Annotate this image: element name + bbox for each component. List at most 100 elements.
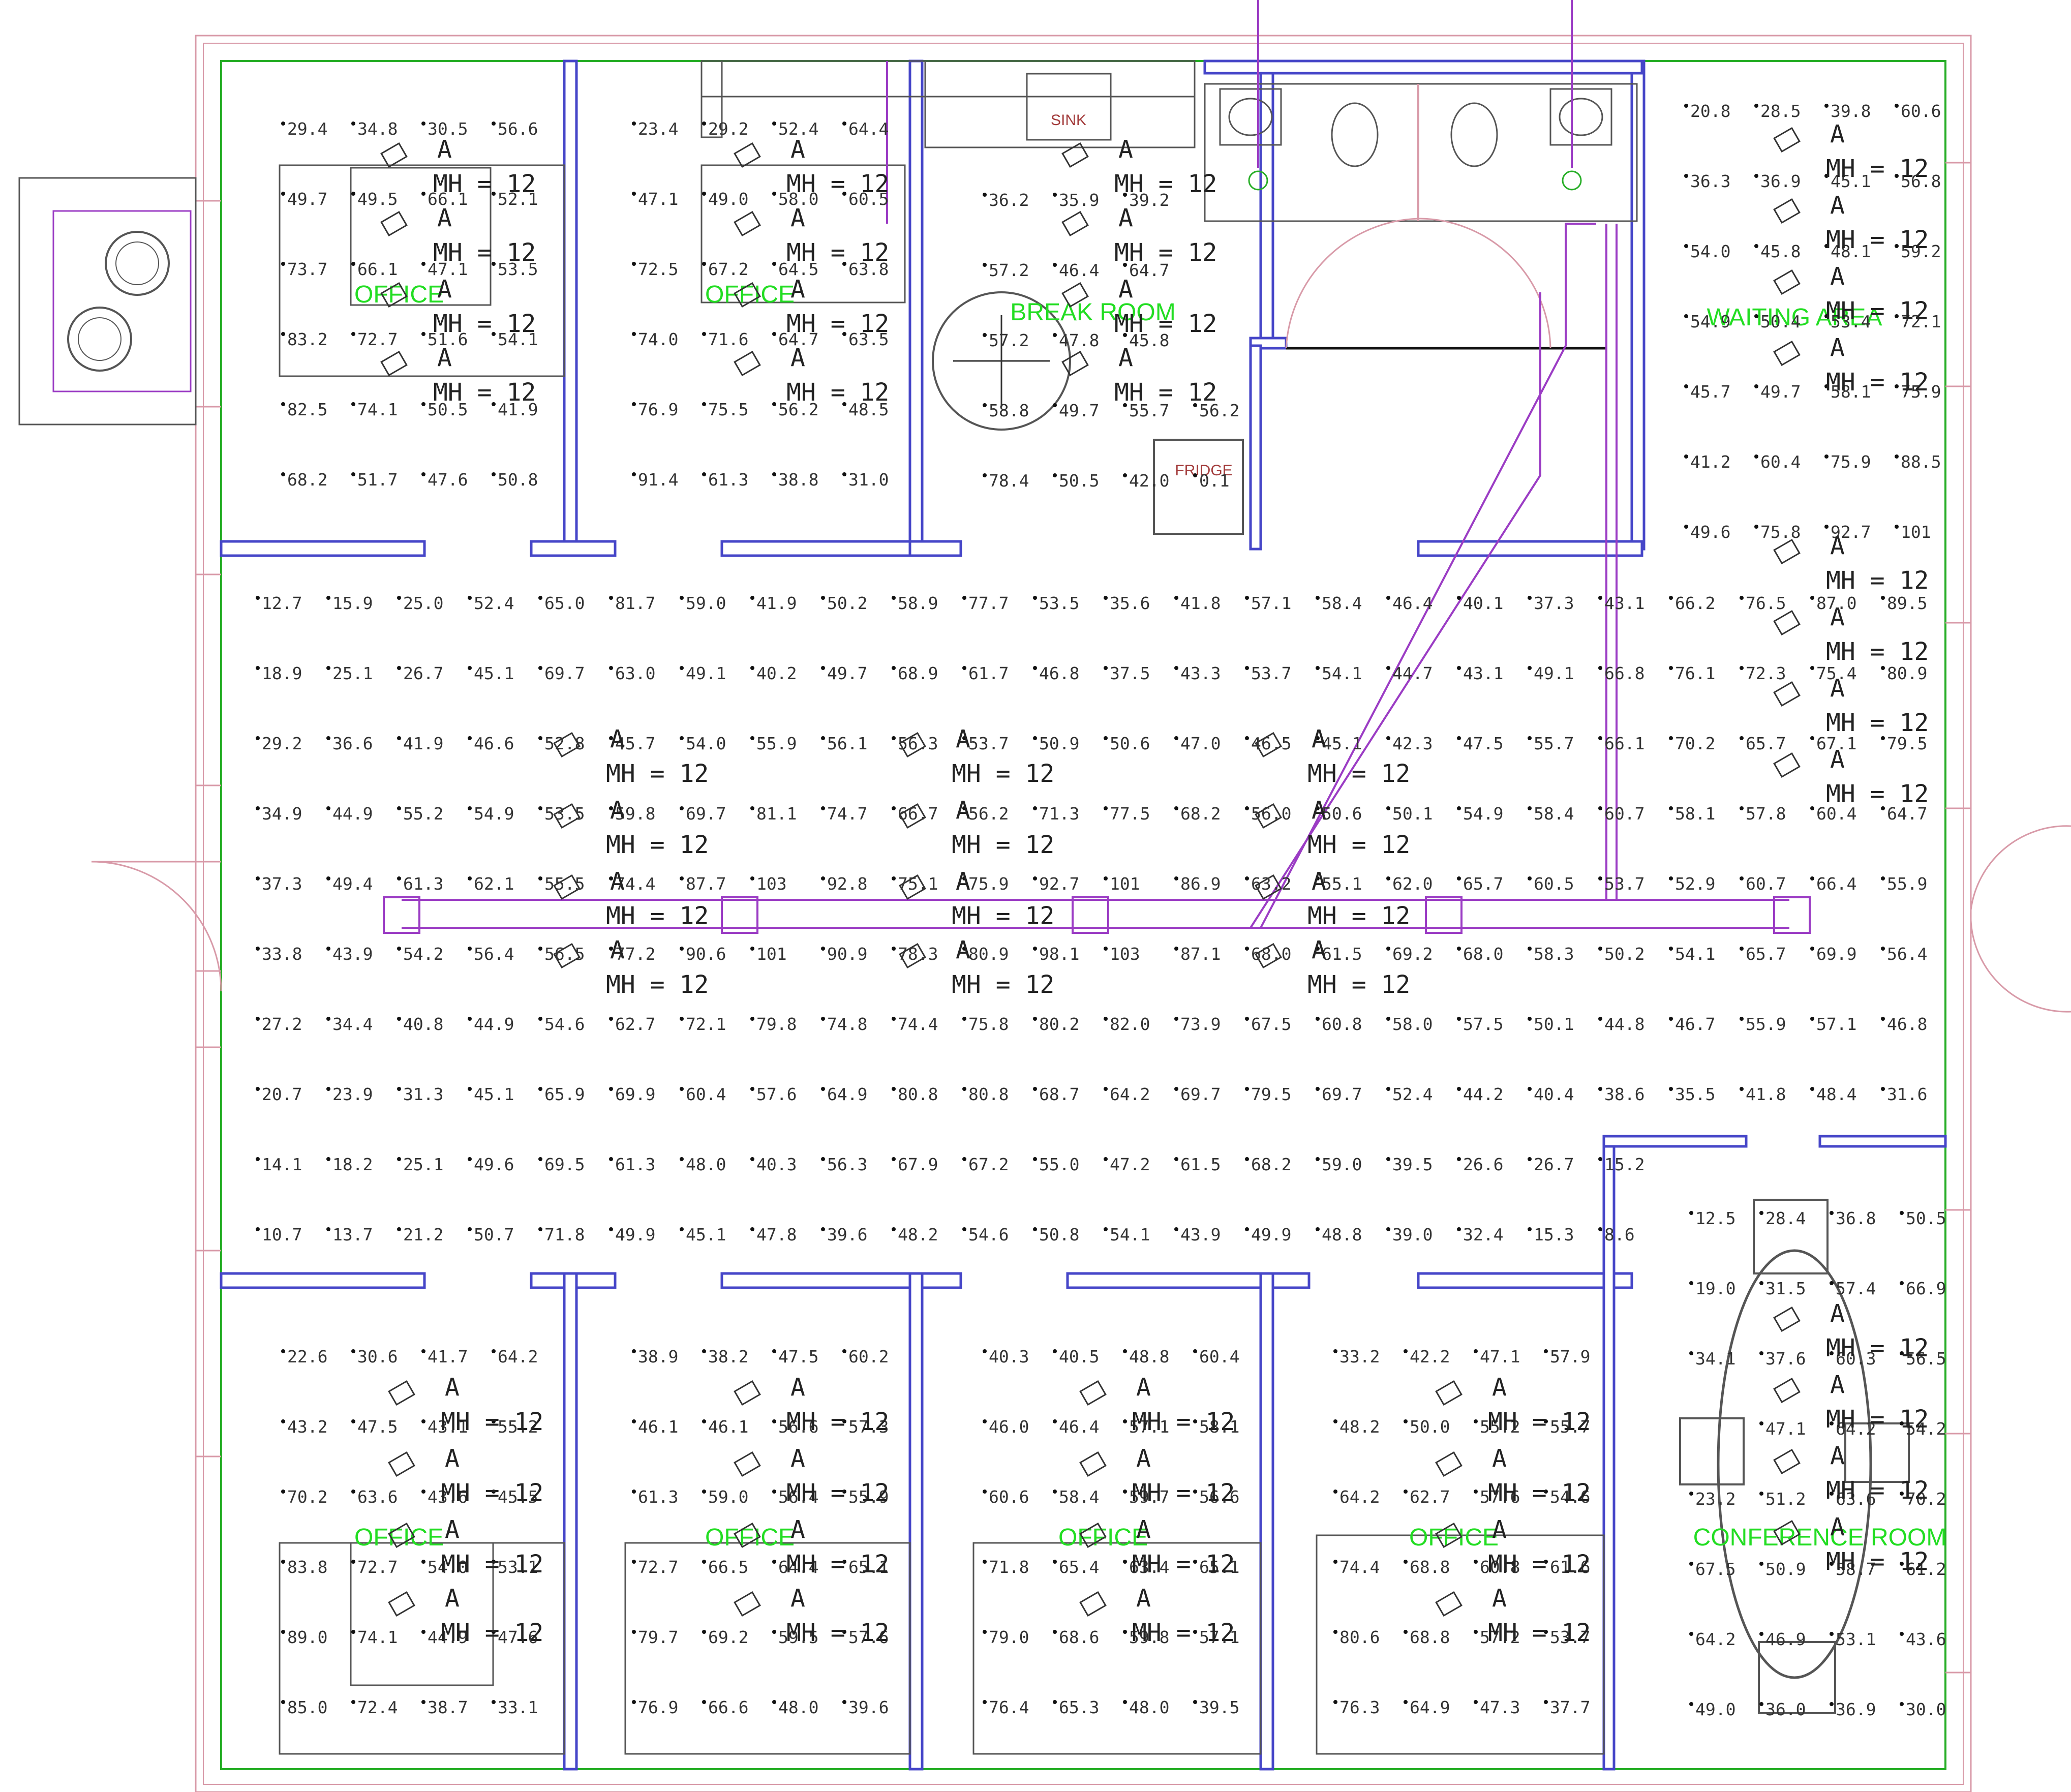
calc-point-value: 49.4	[332, 874, 373, 894]
calc-point-dot	[821, 1017, 825, 1021]
calc-point-dot	[1689, 1281, 1693, 1285]
calc-point-dot	[326, 596, 330, 600]
calc-point-value: 61.5	[1180, 1155, 1221, 1174]
calc-point-value: 50.5	[428, 400, 468, 419]
calc-point-value: 50.1	[1534, 1014, 1574, 1034]
calc-point-value: 55.9	[1887, 874, 1927, 894]
calc-point-dot	[1830, 1421, 1834, 1425]
calc-point-value: 52.4	[474, 593, 514, 613]
luminaire-symbol	[1061, 210, 1089, 237]
calc-point-dot	[1669, 806, 1673, 810]
calc-point-dot	[1754, 174, 1758, 178]
calc-point-value: 48.2	[1339, 1417, 1380, 1437]
luminaire-type-label: A	[1136, 1444, 1151, 1473]
calc-point-dot	[821, 1157, 825, 1161]
calc-point-value: 63.5	[848, 329, 889, 349]
calc-point-value: 54.6	[968, 1225, 1009, 1244]
calc-point-dot	[1457, 806, 1461, 810]
calc-point-value: 59.2	[1901, 241, 1941, 261]
calc-point-value: 53.1	[498, 1557, 538, 1577]
calc-point-dot	[1053, 1700, 1057, 1704]
calc-point-value: 53.4	[1831, 312, 1871, 331]
calc-point-value: 30.6	[357, 1347, 398, 1366]
calc-point-value: 36.6	[332, 734, 373, 753]
calc-point-dot	[397, 876, 401, 880]
calc-point-dot	[281, 332, 285, 336]
conference-table	[1679, 1199, 1910, 1714]
calc-point-dot	[1174, 1087, 1178, 1091]
calc-point-dot	[1598, 947, 1602, 951]
calc-point-dot	[1245, 947, 1249, 951]
luminaire-symbol	[1435, 1522, 1463, 1548]
calc-point-dot	[1123, 1700, 1127, 1704]
calc-point-value: 64.2	[1110, 1084, 1150, 1104]
calc-point-value: 68.7	[1039, 1084, 1079, 1104]
calc-point-value: 42.2	[1410, 1347, 1450, 1366]
calc-point-dot	[1598, 1017, 1602, 1021]
luminaire-symbol	[380, 350, 408, 377]
calc-point-value: 60.5	[1534, 874, 1574, 894]
calc-point-value: 54.0	[1690, 241, 1730, 261]
calc-point-dot	[632, 472, 636, 476]
calc-point-value: 92.8	[827, 874, 867, 894]
calc-point-dot	[1104, 596, 1108, 600]
calc-point-dot	[256, 596, 260, 600]
calc-point-value: 57.2	[989, 260, 1029, 280]
calc-point-dot	[892, 1157, 896, 1161]
luminaire-type-label: A	[437, 135, 452, 164]
calc-point-value: 53.5	[544, 804, 585, 824]
calc-point-dot	[632, 332, 636, 336]
calc-point-value: 55.2	[403, 804, 443, 824]
calc-point-dot	[468, 876, 472, 880]
calc-point-dot	[1900, 1421, 1904, 1425]
luminaire-mounting-label: MH = 12	[606, 970, 709, 999]
calc-point-dot	[1740, 876, 1744, 880]
calc-point-dot	[750, 806, 754, 810]
calc-point-dot	[842, 1419, 846, 1423]
calc-point-value: 39.8	[1831, 101, 1871, 121]
calc-point-dot	[421, 1700, 425, 1704]
calc-point-value: 42.3	[1392, 734, 1433, 753]
luminaire-mounting-label: MH = 12	[1307, 831, 1410, 859]
calc-point-dot	[1810, 876, 1814, 880]
luminaire-type-label: A	[1312, 725, 1326, 753]
calc-point-value: 63.6	[357, 1487, 398, 1507]
calc-point-value: 65.3	[1059, 1697, 1099, 1717]
calc-point-dot	[1830, 1492, 1834, 1496]
calc-point-value: 40.3	[989, 1347, 1029, 1366]
calc-point-dot	[1457, 947, 1461, 951]
entry-door-west	[91, 861, 222, 992]
luminaire-symbol	[1773, 1520, 1801, 1546]
calc-point-dot	[1544, 1349, 1548, 1353]
calc-point-value: 80.8	[968, 1084, 1009, 1104]
calc-point-dot	[1830, 1281, 1834, 1285]
calc-point-dot	[1528, 806, 1532, 810]
calc-point-value: 66.6	[708, 1697, 748, 1717]
calc-point-value: 25.1	[332, 663, 373, 683]
calc-point-dot	[1830, 1702, 1834, 1706]
calc-point-dot	[538, 736, 542, 740]
calc-point-value: 30.5	[428, 119, 468, 139]
luminaire-mounting-label: MH = 12	[433, 310, 536, 338]
calc-point-value: 50.4	[1760, 312, 1801, 331]
calc-point-dot	[351, 1490, 355, 1494]
calc-point-dot	[962, 806, 966, 810]
calc-point-dot	[1528, 666, 1532, 670]
luminaire-type-label: A	[1830, 532, 1845, 560]
calc-point-value: 103	[1110, 944, 1140, 964]
luminaire-mounting-label: MH = 12	[1826, 709, 1929, 737]
calc-point-dot	[1669, 1087, 1673, 1091]
calc-point-value: 48.0	[686, 1155, 726, 1174]
calc-point-dot	[1053, 1560, 1057, 1564]
calc-point-dot	[1740, 1017, 1744, 1021]
calc-point-value: 22.6	[287, 1347, 327, 1366]
calc-point-value: 40.2	[756, 663, 797, 683]
luminaire-mounting-label: MH = 12	[1488, 1479, 1591, 1507]
luminaire-type-label: A	[956, 867, 970, 896]
calc-point-dot	[1810, 806, 1814, 810]
calc-point-value: 73.9	[1180, 1014, 1221, 1034]
calc-point-value: 65.7	[1463, 874, 1503, 894]
calc-point-value: 62.7	[615, 1014, 655, 1034]
luminaire-type-label: A	[610, 796, 625, 825]
calc-point-dot	[256, 736, 260, 740]
